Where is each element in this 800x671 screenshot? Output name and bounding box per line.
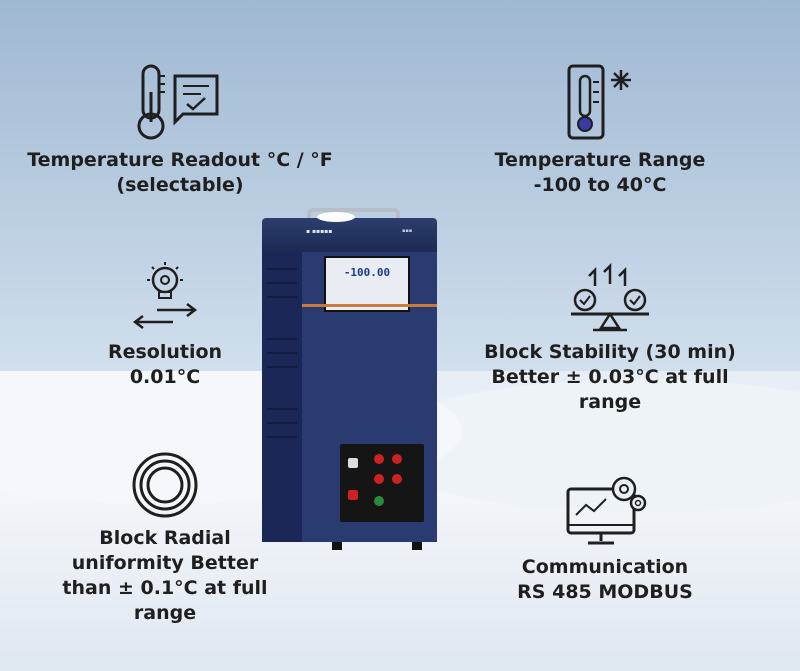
- feature-block-radial-uniformity: Block Radial uniformity Better than ± 0.…: [40, 450, 290, 626]
- device-brand-mark: ▪ ▪▪▪▪▪: [306, 228, 333, 235]
- device-vent: [267, 366, 297, 368]
- device-foot: [412, 542, 422, 550]
- device-accent-stripe: [302, 304, 437, 307]
- feature-line: Block Radial: [99, 527, 231, 549]
- device-port: [374, 454, 384, 464]
- device-port: [348, 458, 358, 468]
- device-top: [262, 218, 437, 252]
- device-side-panel: [262, 252, 302, 542]
- device-screen-readout: -100.00: [343, 266, 391, 279]
- feature-line: Resolution: [107, 341, 223, 363]
- feature-line: range: [133, 602, 197, 624]
- feature-line: 0.01°C: [129, 366, 201, 388]
- concentric-circles-icon: [132, 452, 198, 518]
- feature-temperature-readout: Temperature Readout °C / °F (selectable): [20, 62, 340, 198]
- device-vent: [267, 338, 297, 340]
- feature-line: -100 to 40°C: [533, 174, 667, 196]
- device-port: [348, 490, 358, 500]
- device-vent: [267, 408, 297, 410]
- device-port: [374, 474, 384, 484]
- device-model-mark: ▪▪▪: [402, 228, 413, 234]
- feature-communication: Communication RS 485 MODBUS: [470, 475, 740, 605]
- thermometer-snowflake-icon: [567, 64, 631, 140]
- feature-line: (selectable): [116, 174, 244, 196]
- feature-line: Temperature Range: [494, 149, 706, 171]
- device-vent: [267, 268, 297, 270]
- feature-line: uniformity Better: [71, 552, 259, 574]
- device-vent: [267, 282, 297, 284]
- feature-line: Communication: [521, 556, 689, 578]
- feature-line: Temperature Readout °C / °F: [27, 149, 333, 171]
- feature-line: Better ± 0.03°C at full: [491, 366, 729, 388]
- feature-resolution: Resolution 0.01°C: [60, 262, 270, 390]
- device-port: [392, 474, 402, 484]
- device-vent: [267, 422, 297, 424]
- feature-block-stability: Block Stability (30 min) Better ± 0.03°C…: [450, 262, 770, 415]
- feature-line: than ± 0.1°C at full: [62, 577, 268, 599]
- device-foot: [332, 542, 342, 550]
- device-vent: [267, 352, 297, 354]
- thermometer-checklist-icon: [137, 64, 219, 140]
- feature-line: Block Stability (30 min): [484, 341, 736, 363]
- monitor-gears-icon: [566, 476, 647, 545]
- feature-line: RS 485 MODBUS: [517, 581, 693, 603]
- device-screen: -100.00: [324, 256, 410, 312]
- device-connector-panel: [340, 444, 424, 522]
- feature-line: range: [578, 391, 642, 413]
- device-insert-cap: [317, 212, 355, 222]
- device-vent: [267, 296, 297, 298]
- balance-check-icon: [571, 262, 649, 332]
- device-port: [374, 496, 384, 506]
- device-vent: [267, 436, 297, 438]
- device-port: [392, 454, 402, 464]
- dry-block-calibrator: ▪ ▪▪▪▪▪ ▪▪▪ -100.00: [262, 208, 437, 550]
- gear-bulb-arrows-icon: [132, 262, 198, 329]
- feature-temperature-range: Temperature Range -100 to 40°C: [430, 62, 770, 198]
